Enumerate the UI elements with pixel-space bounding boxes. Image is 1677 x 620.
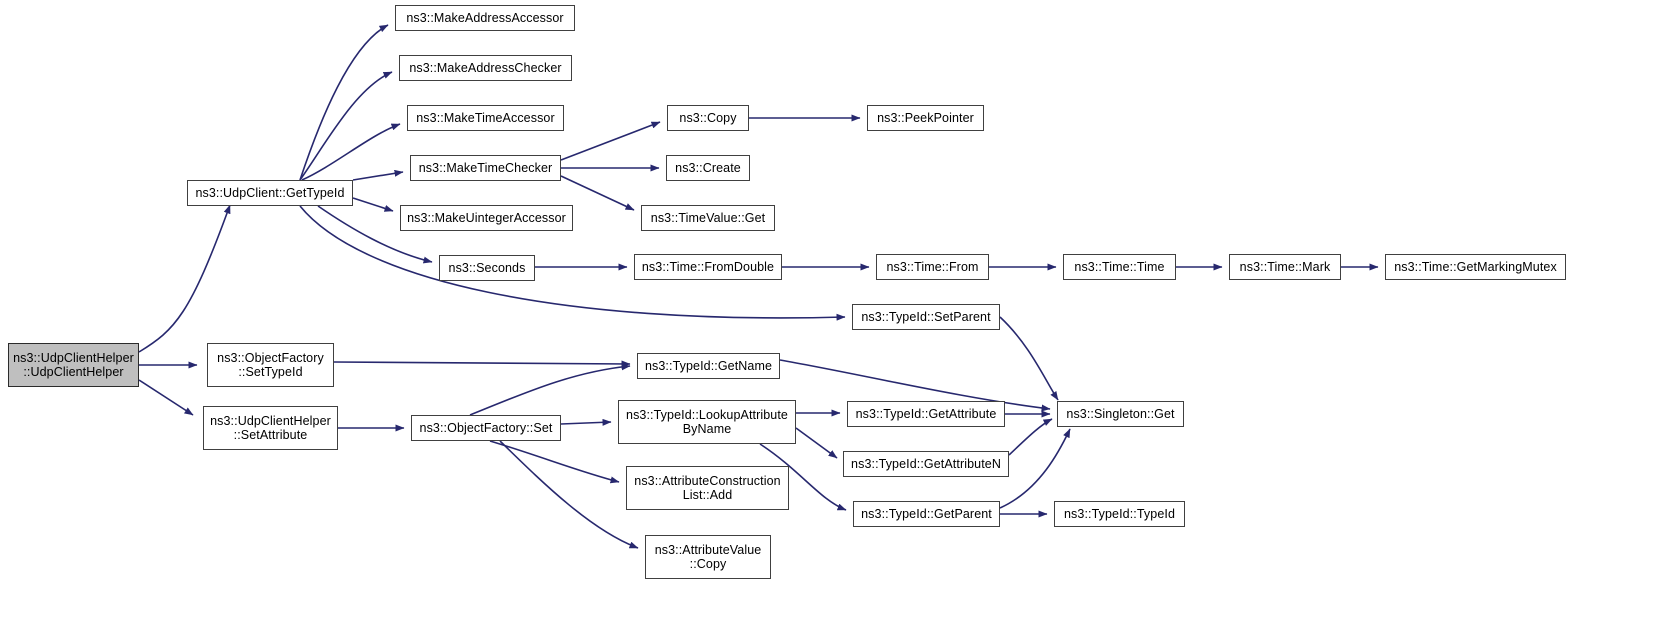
graph-node-label: ns3::MakeTimeChecker bbox=[418, 160, 553, 175]
graph-node-label: ns3::Copy bbox=[679, 110, 737, 125]
graph-node-create[interactable]: ns3::Create bbox=[666, 155, 750, 181]
graph-node-label: ns3::UdpClientHelper ::SetAttribute bbox=[210, 413, 331, 443]
graph-node-label: ns3::TypeId::GetAttribute bbox=[855, 406, 997, 421]
graph-node-label: ns3::MakeAddressChecker bbox=[409, 60, 562, 75]
graph-node-seconds[interactable]: ns3::Seconds bbox=[439, 255, 535, 281]
graph-node-peekPointer[interactable]: ns3::PeekPointer bbox=[867, 105, 984, 131]
graph-node-label: ns3::AttributeConstruction List::Add bbox=[634, 473, 781, 503]
graph-node-label: ns3::AttributeValue ::Copy bbox=[654, 542, 762, 572]
graph-node-typeIdGetParent[interactable]: ns3::TypeId::GetParent bbox=[853, 501, 1000, 527]
graph-node-label: ns3::Time::Time bbox=[1074, 259, 1165, 274]
graph-node-label: ns3::ObjectFactory ::SetTypeId bbox=[217, 350, 324, 380]
graph-node-lookupAttributeByName[interactable]: ns3::TypeId::LookupAttribute ByName bbox=[618, 400, 796, 444]
graph-node-typeIdGetName[interactable]: ns3::TypeId::GetName bbox=[637, 353, 780, 379]
graph-node-label: ns3::Time::From bbox=[886, 259, 979, 274]
graph-node-label: ns3::TypeId::LookupAttribute ByName bbox=[626, 407, 788, 437]
graph-node-timeMark[interactable]: ns3::Time::Mark bbox=[1229, 254, 1341, 280]
graph-node-udpClientHelper[interactable]: ns3::UdpClientHelper ::UdpClientHelper bbox=[8, 343, 139, 387]
graph-node-label: ns3::Time::FromDouble bbox=[641, 259, 775, 274]
graph-node-copy[interactable]: ns3::Copy bbox=[667, 105, 749, 131]
graph-node-timeFrom[interactable]: ns3::Time::From bbox=[876, 254, 989, 280]
graph-node-label: ns3::PeekPointer bbox=[877, 110, 974, 125]
graph-node-label: ns3::TypeId::TypeId bbox=[1064, 506, 1175, 521]
graph-node-objectFactorySet[interactable]: ns3::ObjectFactory::Set bbox=[411, 415, 561, 441]
graph-node-helperSetAttribute[interactable]: ns3::UdpClientHelper ::SetAttribute bbox=[203, 406, 338, 450]
graph-node-makeTimeChecker[interactable]: ns3::MakeTimeChecker bbox=[410, 155, 561, 181]
graph-node-label: ns3::MakeUintegerAccessor bbox=[407, 210, 566, 225]
graph-node-typeIdSetParent[interactable]: ns3::TypeId::SetParent bbox=[852, 304, 1000, 330]
graph-node-label: ns3::TimeValue::Get bbox=[650, 210, 766, 225]
graph-node-makeAddressAccessor[interactable]: ns3::MakeAddressAccessor bbox=[395, 5, 575, 31]
graph-node-singletonGet[interactable]: ns3::Singleton::Get bbox=[1057, 401, 1184, 427]
graph-node-label: ns3::Time::Mark bbox=[1239, 259, 1331, 274]
graph-node-attributeValueCopy[interactable]: ns3::AttributeValue ::Copy bbox=[645, 535, 771, 579]
graph-node-label: ns3::TypeId::GetAttributeN bbox=[851, 456, 1001, 471]
graph-node-label: ns3::TypeId::GetName bbox=[644, 358, 773, 373]
graph-node-objectFactorySetTypeId[interactable]: ns3::ObjectFactory ::SetTypeId bbox=[207, 343, 334, 387]
graph-node-label: ns3::UdpClient::GetTypeId bbox=[195, 185, 345, 200]
graph-node-makeTimeAccessor[interactable]: ns3::MakeTimeAccessor bbox=[407, 105, 564, 131]
graph-node-label: ns3::Seconds bbox=[448, 260, 526, 275]
graph-node-label: ns3::Time::GetMarkingMutex bbox=[1394, 259, 1557, 274]
graph-node-makeAddressChecker[interactable]: ns3::MakeAddressChecker bbox=[399, 55, 572, 81]
graph-node-label: ns3::Create bbox=[675, 160, 741, 175]
graph-node-label: ns3::TypeId::SetParent bbox=[861, 309, 991, 324]
graph-node-label: ns3::MakeAddressAccessor bbox=[406, 10, 564, 25]
graph-node-typeIdTypeId[interactable]: ns3::TypeId::TypeId bbox=[1054, 501, 1185, 527]
graph-node-label: ns3::TypeId::GetParent bbox=[861, 506, 992, 521]
graph-node-attributeConstructionListAdd[interactable]: ns3::AttributeConstruction List::Add bbox=[626, 466, 789, 510]
graph-node-timeValueGet[interactable]: ns3::TimeValue::Get bbox=[641, 205, 775, 231]
graph-node-typeIdGetAttribute[interactable]: ns3::TypeId::GetAttribute bbox=[847, 401, 1005, 427]
graph-node-timeGetMarkingMutex[interactable]: ns3::Time::GetMarkingMutex bbox=[1385, 254, 1566, 280]
graph-node-typeIdGetAttributeN[interactable]: ns3::TypeId::GetAttributeN bbox=[843, 451, 1009, 477]
graph-node-udpClientGetTypeId[interactable]: ns3::UdpClient::GetTypeId bbox=[187, 180, 353, 206]
graph-node-label: ns3::Singleton::Get bbox=[1066, 406, 1175, 421]
graph-node-timeTime[interactable]: ns3::Time::Time bbox=[1063, 254, 1176, 280]
graph-node-label: ns3::MakeTimeAccessor bbox=[416, 110, 555, 125]
graph-node-timeFromDouble[interactable]: ns3::Time::FromDouble bbox=[634, 254, 782, 280]
graph-node-makeUintegerAccessor[interactable]: ns3::MakeUintegerAccessor bbox=[400, 205, 573, 231]
graph-node-label: ns3::UdpClientHelper ::UdpClientHelper bbox=[13, 350, 134, 380]
graph-node-label: ns3::ObjectFactory::Set bbox=[419, 420, 553, 435]
